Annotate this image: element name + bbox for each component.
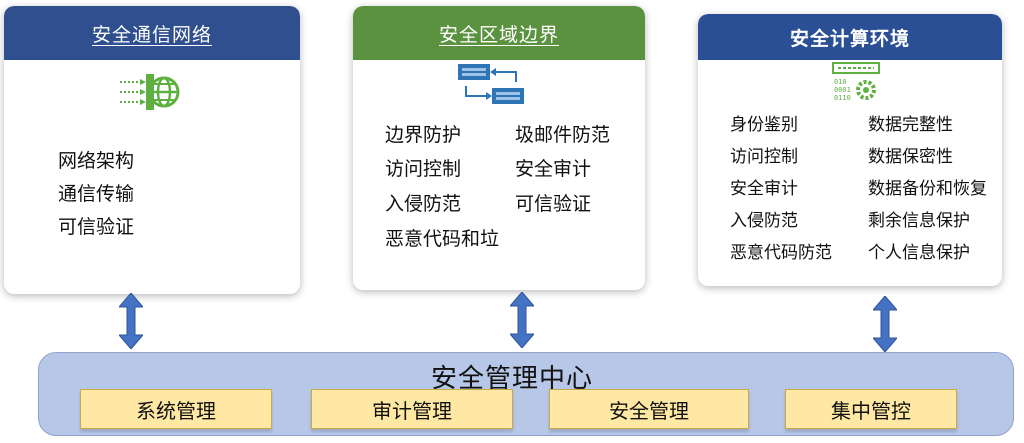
- compute-item-backup: 数据备份和恢复: [868, 179, 987, 199]
- secure-boundary-card: 安全区域边界 边界防护 访问控制 入侵防范 恶意代码和垃 圾邮件防范 安全审计 …: [353, 6, 645, 290]
- system-management-button[interactable]: 系统管理: [80, 389, 272, 429]
- secure-network-card: 安全通信网络 网络架构 通信传输 可信验证: [4, 6, 300, 294]
- code-gear-icon: 010 0001 0110: [832, 62, 880, 102]
- compute-item-malware: 恶意代码防范: [730, 243, 832, 263]
- compute-item-residual: 剩余信息保护: [868, 211, 970, 231]
- secure-network-title: 安全通信网络: [91, 23, 212, 46]
- boundary-item-intrusion: 入侵防范: [385, 193, 462, 215]
- security-management-button[interactable]: 安全管理: [549, 389, 749, 429]
- compute-item-identity: 身份鉴别: [730, 115, 798, 135]
- secure-network-header[interactable]: 安全通信网络: [4, 6, 300, 60]
- boundary-item-access-control: 访问控制: [385, 158, 462, 180]
- compute-item-access-control: 访问控制: [730, 147, 798, 167]
- network-item-transmission: 通信传输: [58, 183, 135, 205]
- secure-boundary-header[interactable]: 安全区域边界: [353, 6, 645, 60]
- compute-item-confidentiality: 数据保密性: [868, 147, 953, 167]
- svg-text:010: 010: [834, 78, 847, 86]
- boundary-item-audit: 安全审计: [515, 158, 592, 180]
- svg-text:0001: 0001: [834, 86, 851, 94]
- secure-compute-card: 安全计算环境 010 0001 0110 身份鉴别 访问控制 安全审计 入侵防范…: [698, 14, 1002, 286]
- secure-compute-title: 安全计算环境: [789, 27, 910, 50]
- network-globe-icon: [120, 74, 180, 110]
- boundary-item-malware: 恶意代码和垃: [385, 228, 500, 250]
- network-center-arrow-icon: [119, 293, 143, 349]
- boundary-center-arrow-icon: [510, 292, 534, 348]
- compute-item-intrusion: 入侵防范: [730, 211, 798, 231]
- network-item-trusted-verification: 可信验证: [58, 216, 135, 238]
- compute-item-audit: 安全审计: [730, 179, 798, 199]
- network-item-architecture: 网络架构: [58, 150, 135, 172]
- secure-compute-header[interactable]: 安全计算环境: [698, 14, 1002, 60]
- svg-text:0110: 0110: [834, 94, 851, 102]
- boundary-item-protection: 边界防护: [385, 124, 462, 146]
- boundary-item-spam: 圾邮件防范: [515, 124, 611, 146]
- audit-management-button[interactable]: 审计管理: [311, 389, 513, 429]
- compute-center-arrow-icon: [873, 296, 897, 352]
- compute-item-personal: 个人信息保护: [868, 243, 970, 263]
- centralized-control-button[interactable]: 集中管控: [785, 389, 957, 429]
- secure-boundary-title: 安全区域边界: [438, 23, 559, 46]
- server-exchange-icon: [458, 64, 524, 104]
- boundary-item-trusted-verification: 可信验证: [515, 193, 592, 215]
- compute-item-integrity: 数据完整性: [868, 115, 953, 135]
